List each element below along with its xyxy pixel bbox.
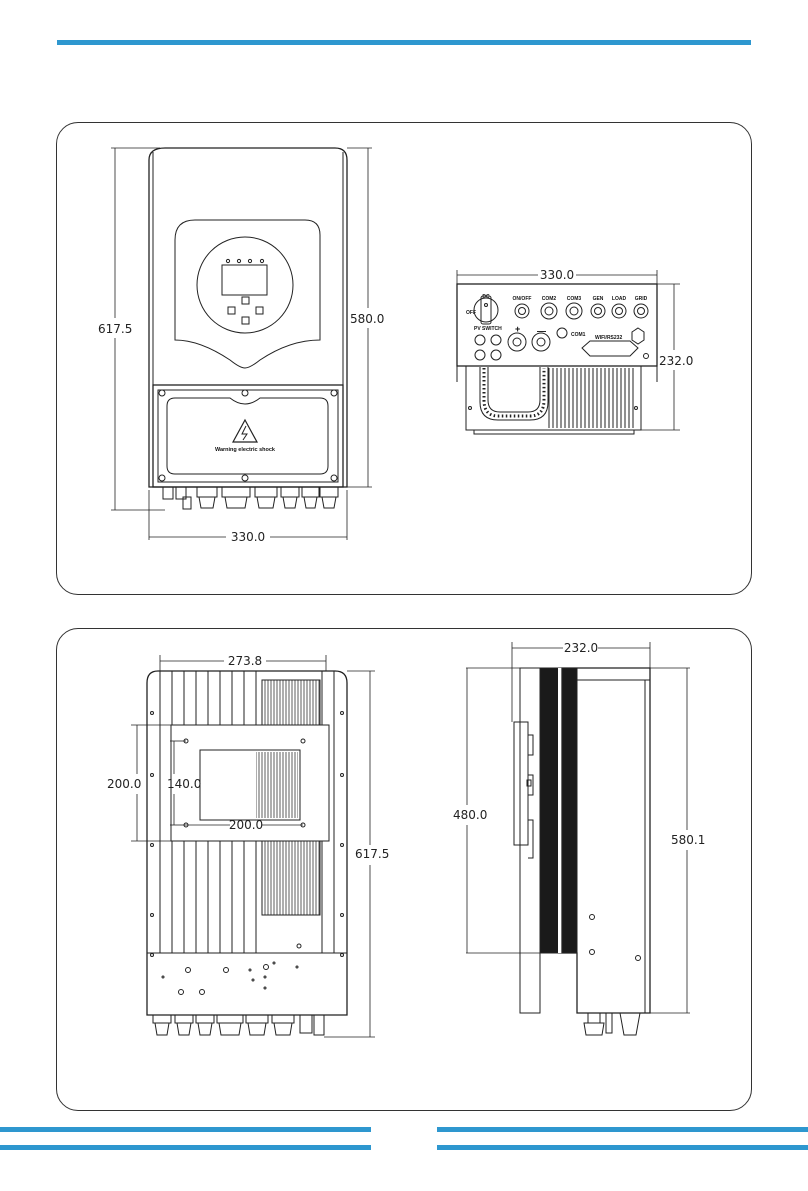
front-view (149, 148, 347, 509)
label-gen: GEN (593, 296, 604, 302)
label-com2: COM2 (542, 296, 557, 302)
front-height-body: 580.0 (350, 312, 384, 326)
rear-view (147, 671, 347, 1035)
side-dimension-lines (466, 642, 690, 1013)
side-bracket-height: 480.0 (453, 808, 487, 822)
side-view (514, 668, 650, 1035)
label-dc: DC (482, 294, 490, 300)
label-com3: COM3 (567, 296, 582, 302)
side-depth: 232.0 (564, 641, 598, 655)
rear-dimension-lines (131, 655, 375, 1037)
bottom-width: 330.0 (540, 268, 574, 282)
label-off: OFF (466, 310, 476, 316)
rear-bracket-height: 200.0 (107, 777, 141, 791)
label-plus: + (515, 324, 520, 334)
bottom-depth: 232.0 (659, 354, 693, 368)
bottom-view (457, 284, 657, 434)
label-load: LOAD (612, 296, 627, 302)
label-wifi: WIFI/RS232 (595, 335, 622, 341)
label-minus: — (537, 326, 546, 336)
label-com1: COM1 (571, 332, 586, 338)
label-on-off: ON/OFF (513, 296, 532, 302)
label-grid: GRID (635, 296, 648, 302)
front-height-total: 617.5 (98, 322, 132, 336)
rear-inner-height: 140.0 (167, 777, 201, 791)
rear-height-total: 617.5 (355, 847, 389, 861)
front-width: 330.0 (231, 530, 265, 544)
warning-label: Warning electric shock (215, 447, 276, 453)
rear-inner-width: 200.0 (229, 818, 263, 832)
rear-top-width: 273.8 (228, 654, 262, 668)
side-height: 580.1 (671, 833, 705, 847)
label-pv-switch: PV SWITCH (474, 326, 502, 332)
